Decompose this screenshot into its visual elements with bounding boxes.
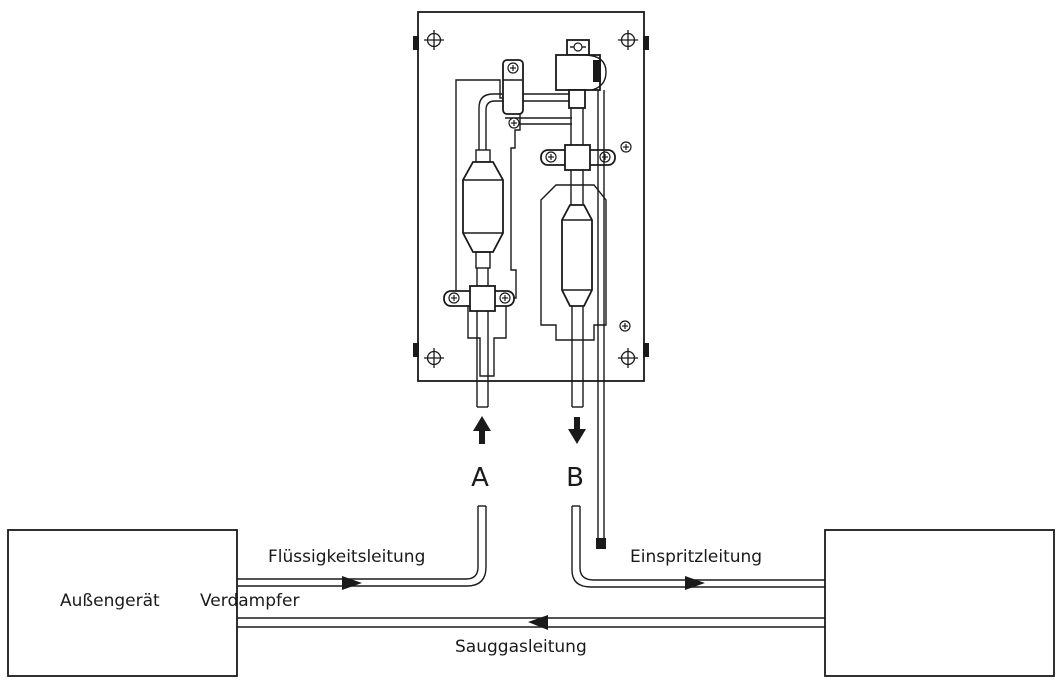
- outdoor-unit-label: Außengerät: [60, 591, 160, 611]
- liquid-flow-arrow-icon: [342, 576, 362, 590]
- clamp-screw-icon: [599, 151, 611, 163]
- tube-screw-icon: [508, 117, 520, 129]
- outdoor-unit-box: [7, 529, 238, 677]
- suction-line-label: Sauggasleitung: [455, 637, 587, 657]
- port-b-label: B: [566, 463, 584, 493]
- clamp-screw-icon: [448, 292, 460, 304]
- injection-line-label: Einspritzleitung: [630, 547, 762, 567]
- small-screw-icon: [620, 141, 632, 153]
- evaporator-label: Verdampfer: [200, 591, 299, 611]
- flow-arrow-up-icon: [473, 416, 491, 444]
- injection-filter-assembly: [540, 90, 616, 549]
- injection-flow-arrow-icon: [685, 576, 705, 590]
- injection-line-pipe: [571, 505, 825, 588]
- solenoid-valve: [555, 39, 607, 109]
- evaporator-box: [824, 529, 1055, 677]
- clamp-screw-icon: [545, 151, 557, 163]
- top-pipe-clamp: [502, 59, 524, 115]
- suction-flow-arrow-icon: [528, 615, 548, 630]
- clamp-screw-icon: [507, 62, 519, 74]
- mounting-panel: [413, 11, 649, 382]
- liquid-line-pipe: [237, 505, 487, 587]
- port-a-label: A: [471, 463, 489, 493]
- suction-line-pipe: [237, 617, 825, 628]
- small-screw-icon: [619, 320, 631, 332]
- flow-arrow-down-icon: [568, 417, 586, 444]
- liquid-filter-assembly: [443, 79, 575, 408]
- clamp-screw-icon: [499, 292, 511, 304]
- liquid-line-label: Flüssigkeitsleitung: [268, 547, 425, 567]
